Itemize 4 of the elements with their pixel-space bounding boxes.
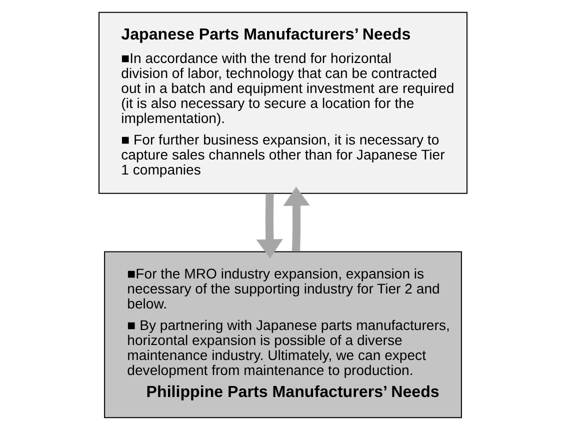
arrow (256, 194, 282, 258)
node-box: ■For the MRO industry expansion, expansion is necessary of the supporting industry for Tier 2 and below. ■ By partnering with Japanese parts manufacturers, horizontal expansion is possible of a diverse maintenance industry. Ultimately, we can expect development from maintenance to production. Philippine Parts Manufacturers’ Needs (104, 251, 462, 418)
arrow (282, 186, 310, 252)
node-box: Japanese Parts Manufacturers’ Needs ■In accordance with the trend for horizontal division of labor, technology that can be contracted out in a batch and equipment investment are required (it is also necessary to secure a location for the implementation). ■ For further business expansion, it is necessary to capture sales channels other than for Japanese Tier 1 companies (98, 12, 467, 194)
